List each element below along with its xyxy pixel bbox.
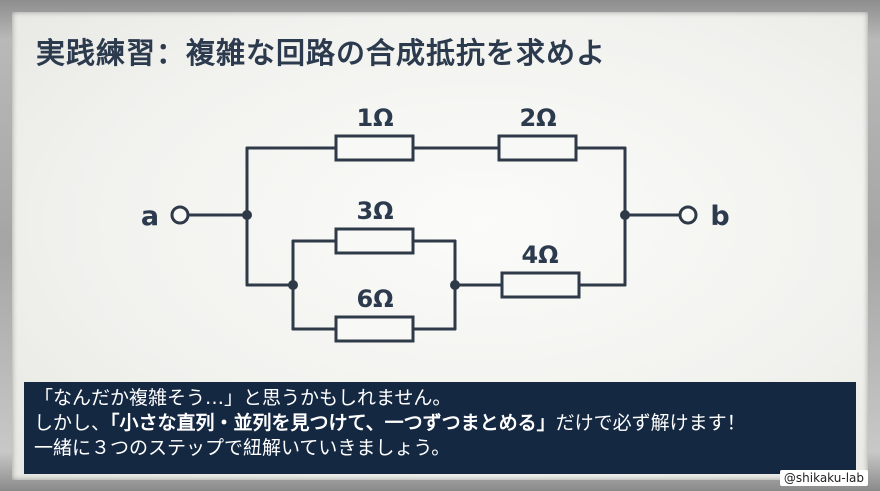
caption-line-2-emphasis: 「小さな直列・並列を見つけて、一つずつまとめる」	[110, 412, 556, 434]
credit-badge: @shikaku-lab	[779, 470, 868, 486]
caption-line-1: 「なんだか複雑そう…」と思うかもしれません。	[34, 387, 452, 409]
page-title: 実践練習：複雑な回路の合成抵抗を求めよ	[36, 36, 607, 70]
caption-box: 「なんだか複雑そう…」と思うかもしれません。 しかし、「小さな直列・並列を見つけ…	[24, 382, 856, 474]
resistor-2-ohm	[497, 134, 578, 162]
label-terminal-b: b	[710, 201, 729, 232]
junction-dot	[450, 280, 460, 290]
terminal-a	[170, 205, 190, 225]
caption-line-3: 一緒に３つのステップで紐解いていきましょう。	[34, 437, 451, 459]
junction-dot	[242, 210, 252, 220]
resistor-6-ohm	[334, 315, 415, 343]
caption-line-2-post: だけで必ず解けます！	[555, 412, 746, 434]
junction-dot	[288, 280, 298, 290]
label-resistor-6: 6Ω	[356, 285, 393, 313]
resistor-3-ohm	[334, 227, 415, 255]
caption-line-2: しかし、「小さな直列・並列を見つけて、一つずつまとめる」だけで必ず解けます！	[34, 411, 846, 436]
label-resistor-4: 4Ω	[521, 241, 558, 269]
junction-dot	[620, 210, 630, 220]
caption-line-2-pre: しかし、	[34, 412, 111, 434]
label-terminal-a: a	[141, 201, 159, 232]
label-resistor-3: 3Ω	[356, 197, 393, 225]
resistor-4-ohm	[500, 271, 581, 299]
terminal-b	[678, 205, 698, 225]
resistor-1-ohm	[334, 134, 415, 162]
label-resistor-2: 2Ω	[519, 104, 556, 132]
label-resistor-1: 1Ω	[356, 104, 393, 132]
